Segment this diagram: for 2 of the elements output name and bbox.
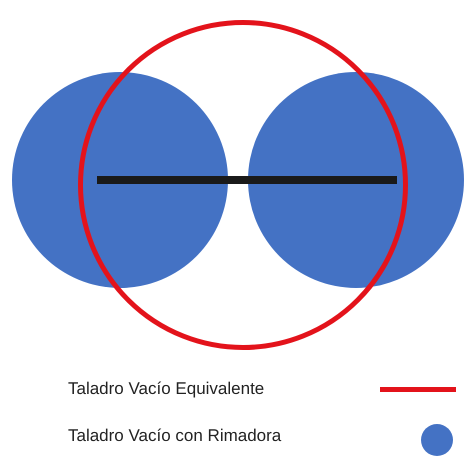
legend-label: Taladro Vacío con Rimadora: [68, 426, 282, 446]
legend-label: Taladro Vacío Equivalente: [68, 379, 264, 399]
